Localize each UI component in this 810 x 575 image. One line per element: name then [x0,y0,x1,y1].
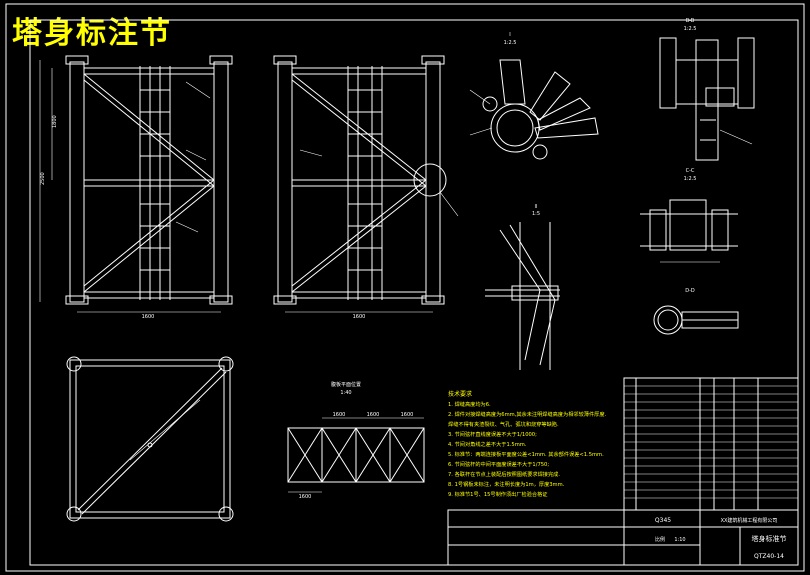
side-width-dim: 1600 [353,314,366,320]
front-width-dim: 1600 [142,314,155,320]
drawing-title: 塔身标注节 [12,16,172,51]
notes-heading: 技术要求 [448,390,472,398]
detail-I-view: I 1:2.5 [469,32,599,160]
front-right-chord [213,61,229,303]
outer-frame [5,3,805,572]
svg-text:1600: 1600 [333,412,346,418]
technical-notes: 技术要求 1. 焊缝高度均为6. 2. 焊件对接焊缝高度为6mm,其余未注明焊缝… [448,390,607,498]
svg-text:6. 节间弦杆的中间平面度误差不大于1/750;: 6. 节间弦杆的中间平面度误差不大于1/750; [448,460,549,468]
svg-text:D-D: D-D [685,288,695,294]
svg-text:1600: 1600 [401,412,414,418]
detail-circle-I [413,163,447,197]
svg-text:腹板平面位置: 腹板平面位置 [331,381,361,388]
section-BB: B-B 1:2.5 [659,18,755,161]
svg-text:1:2.5: 1:2.5 [504,40,517,46]
svg-text:II: II [535,204,538,210]
svg-text:C-C: C-C [686,168,695,174]
svg-text:9. 标准节1号、15号制作须出厂检验合格证: 9. 标准节1号、15号制作须出厂检验合格证 [448,490,548,498]
svg-text:1:5: 1:5 [532,211,540,217]
title-company: XX建筑机械工程有限公司 [721,517,778,524]
plan-view [66,356,234,522]
svg-text:1. 焊缝高度均为6.: 1. 焊缝高度均为6. [448,400,491,408]
front-elevation: 2500 1800 1600 [39,55,233,320]
truss-layout: 腹板平面位置 1:40 1600 1600 1600 1600 [287,381,425,500]
inner-frame [29,19,799,566]
svg-text:1600: 1600 [299,494,312,500]
svg-text:B-B: B-B [686,18,695,24]
side-elevation: 1600 [273,55,459,320]
svg-text:焊缝不得有夹渣裂纹、气孔、弧坑和烧穿等缺陷.: 焊缝不得有夹渣裂纹、气孔、弧坑和烧穿等缺陷. [448,420,559,428]
svg-text:1:2.5: 1:2.5 [684,26,697,32]
section-CC: C-C 1:2.5 [640,168,738,263]
view-II: II 1:5 [485,204,560,370]
parts-list-table [623,377,799,511]
title-name: 塔身标准节 [752,534,787,543]
svg-text:8. 1号钢板未标注，未注明长度为1m，厚度3mm.: 8. 1号钢板未标注，未注明长度为1m，厚度3mm. [448,480,565,488]
title-drawing-no: QTZ40-14 [754,553,784,560]
title-scale-label: 比例 [655,536,665,543]
svg-text:1:40: 1:40 [340,390,351,396]
svg-text:3. 节间弦杆直线度误差不大于1/1000;: 3. 节间弦杆直线度误差不大于1/1000; [448,430,537,438]
title-material: Q345 [655,517,671,524]
svg-text:1:2.5: 1:2.5 [684,176,697,182]
svg-text:4. 节间对角线之差不大于1.5mm.: 4. 节间对角线之差不大于1.5mm. [448,440,527,448]
title-block: Q345 XX建筑机械工程有限公司 塔身标准节 QTZ40-14 比例 1:10 [447,509,799,566]
svg-text:5. 标准节：两端连接板平面度公差<1mm. 其余部件误差<: 5. 标准节：两端连接板平面度公差<1mm. 其余部件误差<1.5mm. [448,450,604,458]
front-height-left: 2500 [40,172,46,185]
section-DD: D-D [653,288,739,335]
svg-text:1600: 1600 [367,412,380,418]
front-height-inner: 1800 [52,115,58,128]
title-scale: 1:10 [674,537,685,543]
svg-text:7. 各联杆在节点上装配后按照图纸要求焊接完成.: 7. 各联杆在节点上装配后按照图纸要求焊接完成. [448,470,560,478]
front-left-chord [69,61,85,303]
svg-text:2. 焊件对接焊缝高度为6mm,其余未注明焊缝高度为相邻较薄: 2. 焊件对接焊缝高度为6mm,其余未注明焊缝高度为相邻较薄件厚度. [448,410,607,418]
svg-text:I: I [509,32,510,38]
